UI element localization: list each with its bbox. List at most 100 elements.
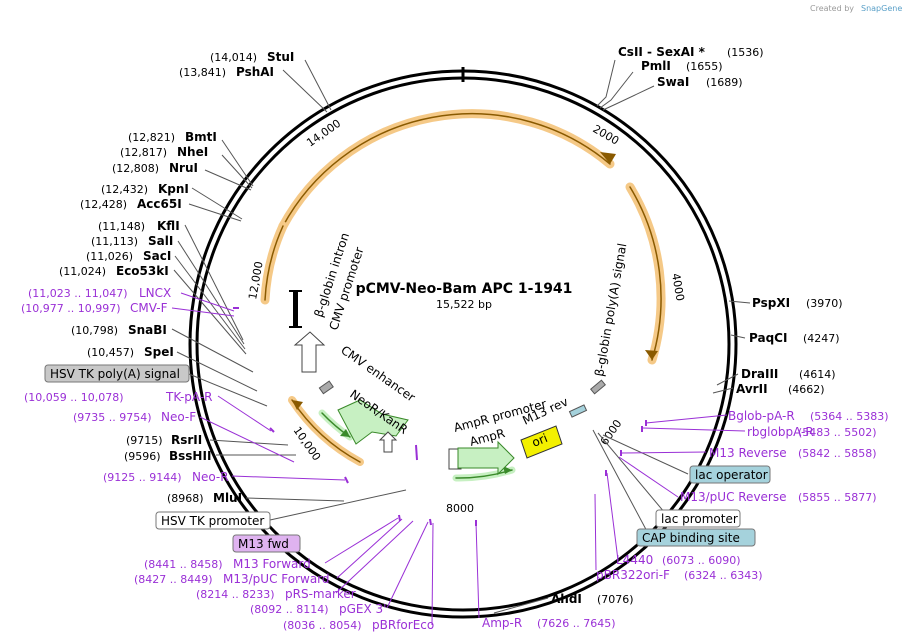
site-snabi[interactable]: SnaBI <box>128 323 167 337</box>
leader-tk-pa-r <box>217 395 272 432</box>
site-spei[interactable]: SpeI <box>144 345 174 359</box>
brand-snapgene[interactable]: SnapGene <box>861 4 902 13</box>
primer-m13-reverse[interactable]: M13 Reverse <box>709 446 787 460</box>
cap-binding-box[interactable] <box>636 528 756 547</box>
insert-arrow-low-left <box>292 400 303 410</box>
site-draiii[interactable]: DraIII <box>741 367 778 381</box>
cap-binding-label: CAP binding site <box>642 531 740 545</box>
primer-neo-r-pos: (9125 .. 9144) <box>103 471 182 484</box>
leader-pmli <box>599 71 634 109</box>
leader-pshai <box>282 69 328 113</box>
leader-csii <box>596 59 616 107</box>
site-mlui[interactable]: MluI <box>213 491 242 505</box>
primer-lncx[interactable]: LNCX <box>139 286 171 300</box>
m13-rev-box <box>568 404 588 418</box>
ampr-arrow <box>457 440 515 476</box>
tick-14000: 14,000 <box>304 117 343 150</box>
primer-pgex3[interactable]: pGEX 3' <box>339 602 386 616</box>
insert-arrow-top <box>600 152 616 164</box>
primer-tk-pa-r[interactable]: TK-pA-R <box>165 390 213 404</box>
site-sali[interactable]: SalI <box>148 234 173 248</box>
site-mlui-pos: (8968) <box>167 492 204 505</box>
primer-pgex3-pos: (8092 .. 8114) <box>250 603 329 616</box>
site-kfli[interactable]: KflI <box>157 219 180 233</box>
lac-promoter-box[interactable] <box>655 509 741 528</box>
primer-m13-puc-reverse-pos: (5855 .. 5877) <box>798 491 877 504</box>
insert-arc-top-line <box>282 113 611 227</box>
site-saci[interactable]: SacI <box>143 249 171 263</box>
insert-arc-left-line <box>264 225 284 301</box>
site-swai[interactable]: SwaI <box>657 75 689 89</box>
primer-amp-r[interactable]: Amp-R <box>482 616 522 630</box>
leader-amp-r <box>475 522 480 619</box>
tick-4000: 4000 <box>669 272 687 302</box>
leader-m13-puc-forward <box>336 518 403 579</box>
site-paqci[interactable]: PaqCI <box>749 331 787 345</box>
site-nhei[interactable]: NheI <box>177 145 208 159</box>
site-pmli-pos: (1655) <box>686 60 723 73</box>
site-kpni[interactable]: KpnI <box>158 182 189 196</box>
leader-pgex3 <box>386 521 429 609</box>
site-pspxi[interactable]: PspXI <box>752 296 790 310</box>
site-bsshii[interactable]: BssHII <box>169 449 211 463</box>
site-rsrii[interactable]: RsrII <box>171 433 202 447</box>
m13-fwd-box[interactable] <box>232 534 301 553</box>
site-nrui[interactable]: NruI <box>169 161 198 175</box>
leader-neo-r <box>231 475 346 481</box>
primer-rbglobpa-r[interactable]: rbglobpA-R <box>747 425 814 439</box>
site-pshai-pos: (13,841) <box>179 66 226 79</box>
cmv-enhancer-box <box>318 380 334 395</box>
hsv-polya-box[interactable] <box>44 364 190 383</box>
globin-intron-bar <box>293 290 298 328</box>
leader-pspxi <box>728 300 751 304</box>
site-draiii-pos: (4614) <box>799 368 836 381</box>
hsv-promoter-box[interactable] <box>155 511 271 530</box>
primer-m13-reverse-pos: (5842 .. 5858) <box>798 447 877 460</box>
leader-eco53ki <box>173 269 247 355</box>
primer-pbr322ori-f[interactable]: pBR322ori-F <box>596 568 670 582</box>
leader-kpni <box>191 187 243 220</box>
site-pmli[interactable]: PmlI <box>641 59 671 73</box>
leader-sali <box>177 240 245 345</box>
leader-pbr322ori <box>594 493 597 571</box>
site-eco53ki[interactable]: Eco53kI <box>116 264 169 278</box>
leader-kfli <box>184 224 244 341</box>
site-csii[interactable]: CsII - SexAI * <box>618 45 706 59</box>
primer-pbrforeco-pos: (8036 .. 8054) <box>283 619 362 632</box>
primer-m13-puc-forward[interactable]: M13/pUC Forward <box>223 572 330 586</box>
leader-lncx <box>180 292 235 312</box>
site-ahdi[interactable]: AhdI <box>551 592 582 606</box>
site-eco53ki-pos: (11,024) <box>59 265 106 278</box>
site-pspxi-pos: (3970) <box>806 297 843 310</box>
site-avrii-pos: (4662) <box>788 383 825 396</box>
leader-cmv-f <box>171 307 235 317</box>
m13-rev-label: M13 rev <box>520 394 570 427</box>
site-ahdi-pos: (7076) <box>597 593 634 606</box>
primer-m13-puc-reverse[interactable]: M13/pUC Reverse <box>680 490 787 504</box>
brand-created-by: Created by <box>810 4 854 13</box>
mark-pgex <box>429 518 432 526</box>
primer-bglob-pa-r[interactable]: Bglob-pA-R <box>728 409 795 423</box>
site-paqci-pos: (4247) <box>803 332 840 345</box>
primer-prs-marker[interactable]: pRS-marker <box>285 587 356 601</box>
leader-prs-marker <box>335 520 414 594</box>
site-avrii[interactable]: AvrII <box>736 382 768 396</box>
primer-cmv-f[interactable]: CMV-F <box>130 301 168 315</box>
site-nhei-pos: (12,817) <box>120 146 167 159</box>
leader-swai <box>602 85 655 111</box>
site-pshai[interactable]: PshAI <box>236 65 274 79</box>
lac-operator-box[interactable] <box>689 465 771 484</box>
tick-8000: 8000 <box>446 502 474 515</box>
primer-m13-forward[interactable]: M13 Forward <box>233 557 311 571</box>
site-bmti[interactable]: BmtI <box>185 130 217 144</box>
site-acc65i[interactable]: Acc65I <box>137 197 182 211</box>
site-stui[interactable]: StuI <box>267 50 294 64</box>
primer-neo-r[interactable]: Neo-R <box>192 470 229 484</box>
primer-pbrforeco[interactable]: pBRforEco <box>372 618 434 632</box>
primer-rbglobpa-r-pos: (5483 .. 5502) <box>798 426 877 439</box>
primer-l4440[interactable]: L4440 <box>616 553 653 567</box>
site-snabi-pos: (10,798) <box>71 324 118 337</box>
primer-neo-f[interactable]: Neo-F <box>161 410 196 424</box>
leader-nrui <box>204 169 252 191</box>
